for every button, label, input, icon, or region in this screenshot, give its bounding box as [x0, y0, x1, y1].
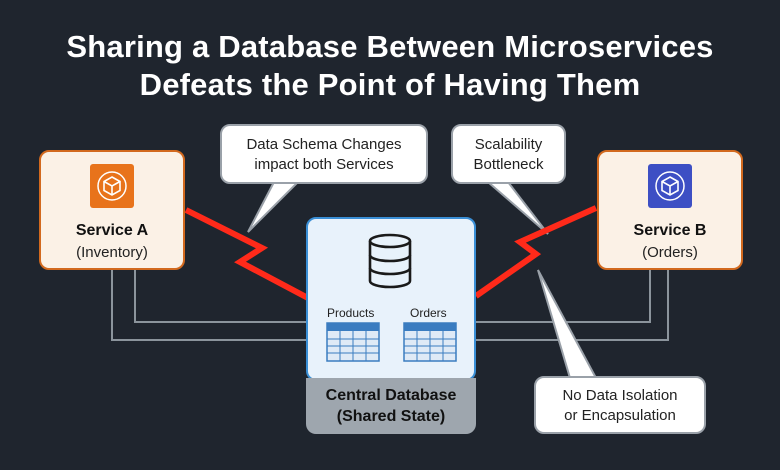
bubble-scalability: Scalability Bottleneck [451, 124, 566, 184]
service-a-card: Service A (Inventory) [39, 150, 185, 270]
bubble-schema-line2: impact both Services [254, 156, 394, 173]
lightning-bolt-right [474, 205, 598, 299]
title-line-1: Sharing a Database Between Microservices [66, 29, 714, 64]
service-a-name: Service A [75, 222, 149, 239]
bubble-schema-tail [247, 181, 301, 233]
bubble-isolation: No Data Isolation or Encapsulation [534, 376, 706, 434]
database-icon [368, 233, 412, 289]
bubble-scalability-tail [485, 181, 549, 235]
connector-b-top [458, 270, 651, 323]
service-b-subtitle: (Orders) [642, 244, 698, 261]
cube-icon [90, 164, 134, 208]
table-label-products: Products [327, 306, 375, 320]
lightning-bolt-left [184, 207, 310, 301]
connector-b-bottom [458, 270, 669, 341]
database-label-line2: (Shared State) [336, 408, 446, 425]
service-b-card: Service B (Orders) [597, 150, 743, 270]
service-b-name: Service B [633, 222, 707, 239]
bubble-schema-changes: Data Schema Changes impact both Services [220, 124, 428, 184]
connector-a-top [134, 270, 326, 323]
bubble-schema-line1: Data Schema Changes [246, 136, 402, 153]
database-label-line1: Central Database [325, 387, 457, 404]
bubble-isolation-line2: or Encapsulation [564, 407, 676, 424]
table-label-orders: Orders [410, 306, 447, 320]
connector-a-bottom [111, 270, 326, 341]
title-line-2: Defeats the Point of Having Them [139, 67, 641, 102]
bubble-isolation-tail [537, 269, 598, 379]
central-database-label: Central Database (Shared State) [306, 378, 476, 434]
bubble-scalability-line1: Scalability [474, 136, 543, 153]
products-table-grid [326, 322, 380, 362]
bubble-isolation-line1: No Data Isolation [562, 387, 678, 404]
service-a-subtitle: (Inventory) [76, 244, 148, 261]
orders-table-grid [403, 322, 457, 362]
cube-icon [648, 164, 692, 208]
bubble-scalability-line2: Bottleneck [473, 156, 544, 173]
